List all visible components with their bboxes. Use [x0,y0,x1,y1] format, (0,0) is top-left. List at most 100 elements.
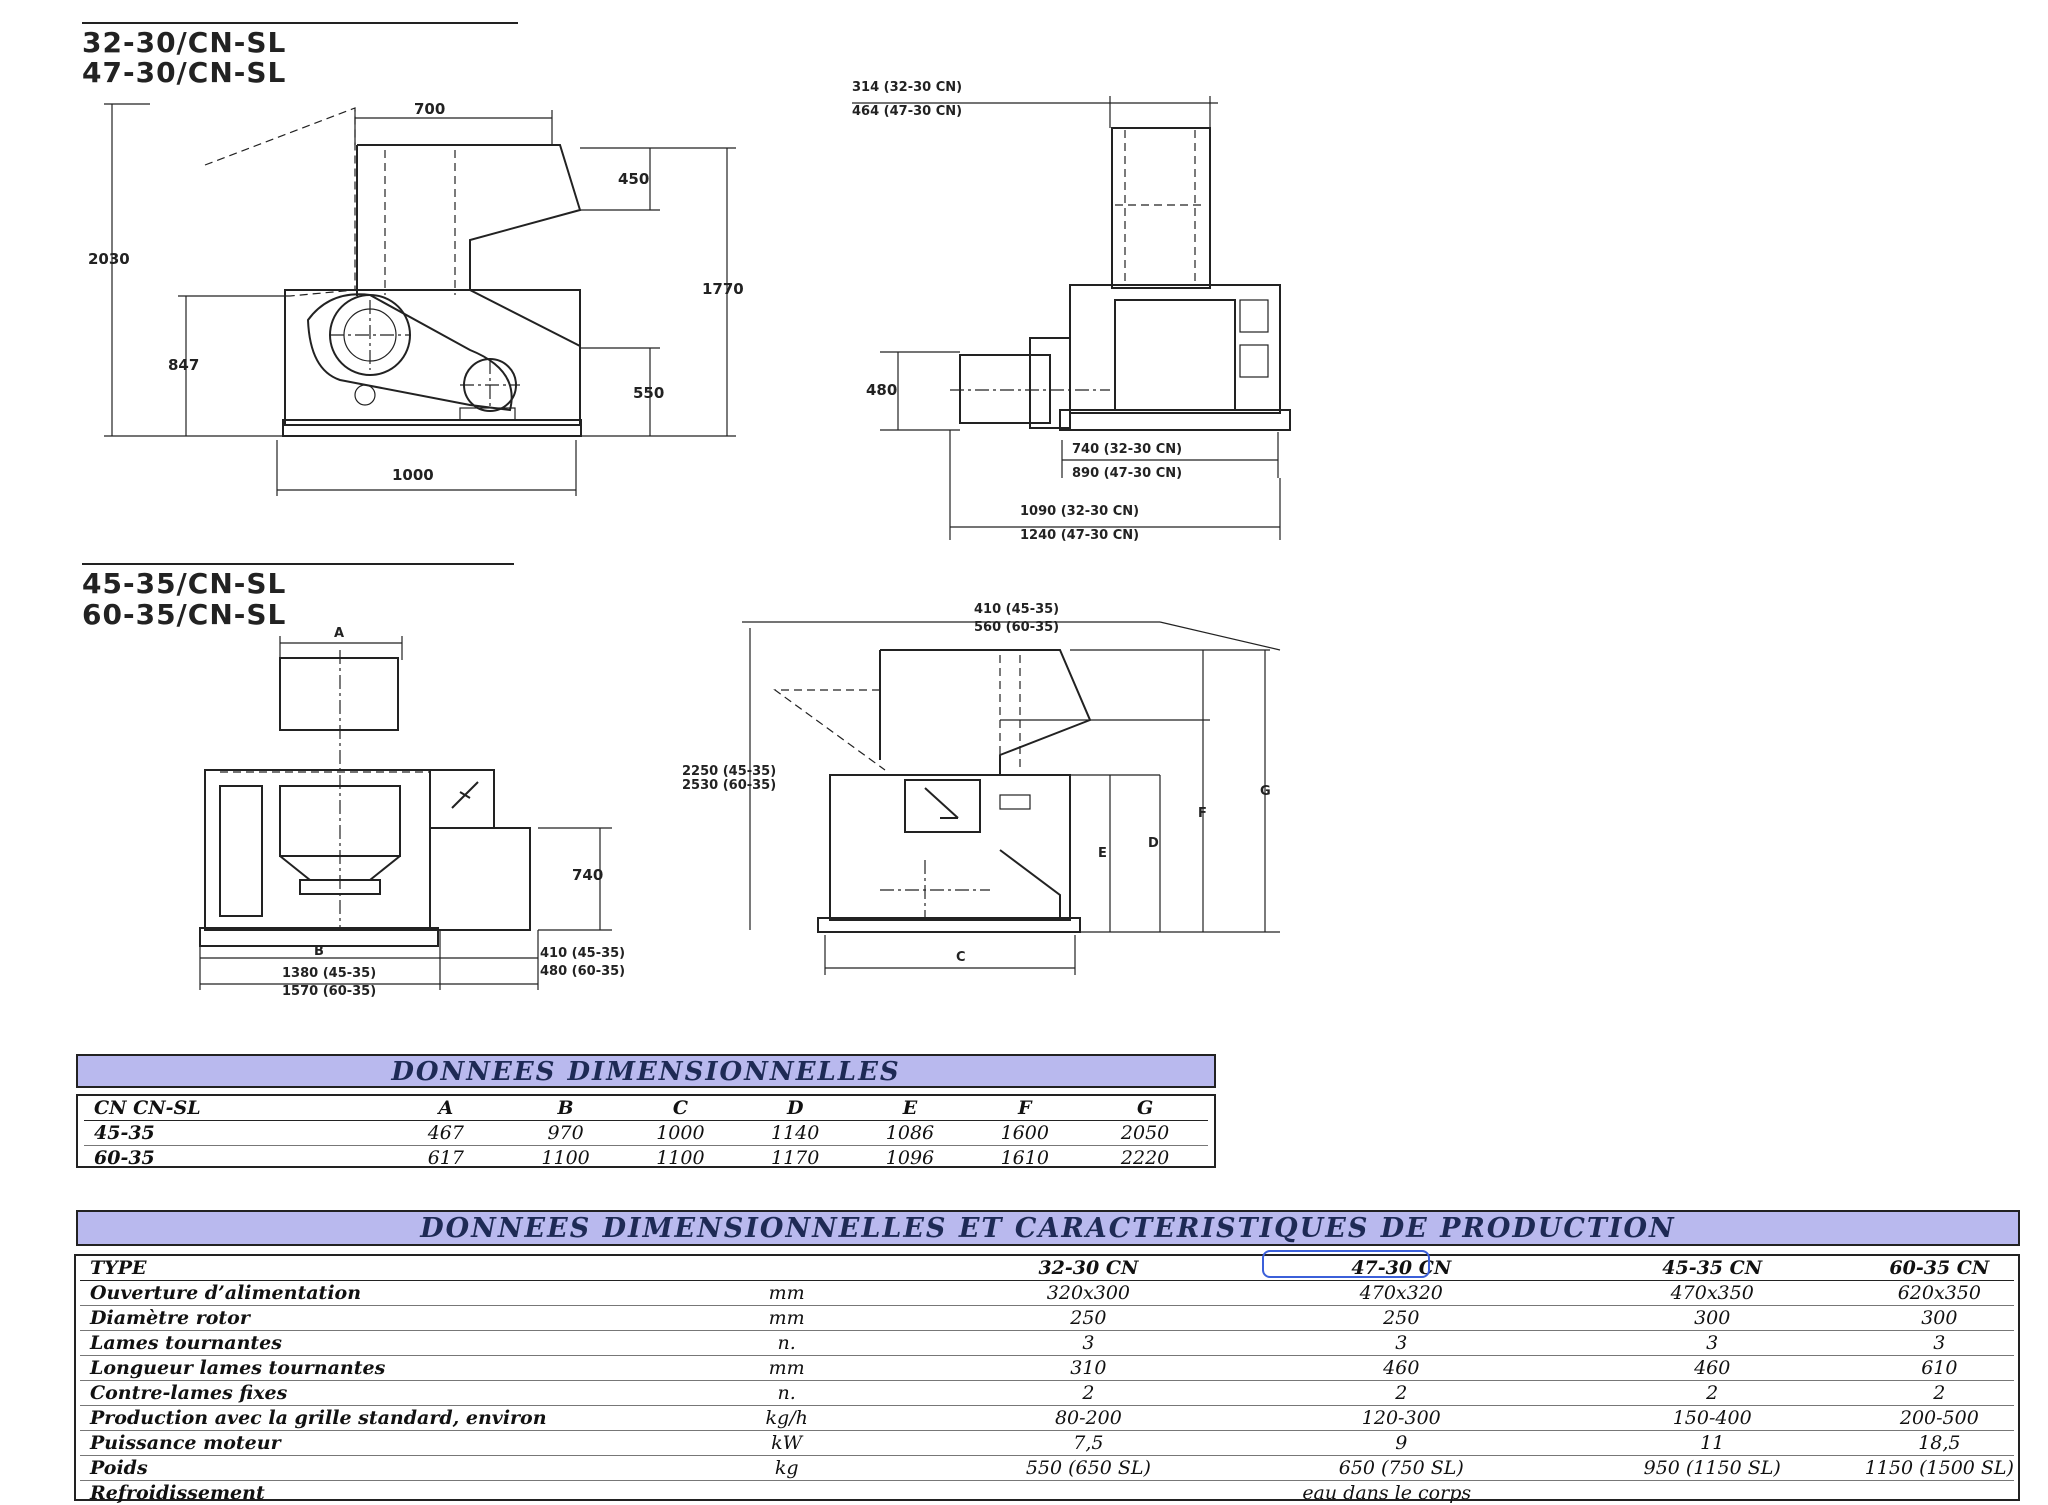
table-cell: 7,5 [934,1431,1243,1456]
table1-header-cell: E [853,1096,968,1121]
table1-header-cell: G [1082,1096,1208,1121]
row-label: Lames tournantes [80,1331,639,1356]
table-cell: 45-35 [84,1121,383,1146]
table-cell: 1100 [623,1146,738,1171]
table-cell: 80-200 [934,1406,1243,1431]
table-cell: 470x350 [1560,1281,1865,1306]
dimension-label-d: D [1148,836,1159,851]
table-cell: 200-500 [1865,1406,2014,1431]
unit-cell: mm [639,1281,934,1306]
table1-header-cell: A [383,1096,508,1121]
table2-header-cell: 60-35 CN [1865,1256,2014,1281]
table-cell: 1086 [853,1121,968,1146]
table2-production: TYPE 32-30 CN 47-30 CN 45-35 CN 60-35 CN… [74,1254,2020,1501]
unit-cell: kg [639,1456,934,1481]
table-cell: 950 (1150 SL) [1560,1456,1865,1481]
table2-header-cell: 45-35 CN [1560,1256,1865,1281]
row-label: Poids [80,1456,639,1481]
table-row: Lames tournantes n. 3 3 3 3 [80,1331,2014,1356]
table2-header-cell: TYPE [80,1256,639,1281]
table-cell: 120-300 [1243,1406,1560,1431]
table-cell: 250 [1243,1306,1560,1331]
table-cell: 60-35 [84,1146,383,1171]
table1-header-cell: D [738,1096,853,1121]
unit-cell: mm [639,1306,934,1331]
row-label: Ouverture d’alimentation [80,1281,639,1306]
dimension-label: 2250 (45-35) [682,764,776,779]
table1-header-cell: B [508,1096,623,1121]
table2-title: DONNEES DIMENSIONNELLES ET CARACTERISTIQ… [76,1210,2020,1246]
dimension-label: 410 (45-35) [974,602,1059,617]
table-cell: 2 [1243,1381,1560,1406]
dimension-label-g: G [1260,784,1271,799]
table-cell: 610 [1865,1356,2014,1381]
table-cell: 3 [934,1331,1243,1356]
table2-header-row: TYPE 32-30 CN 47-30 CN 45-35 CN 60-35 CN [80,1256,2014,1281]
table1-header-cell: C [623,1096,738,1121]
dimension-label: 2530 (60-35) [682,778,776,793]
table-cell: 18,5 [1865,1431,2014,1456]
table2-header-cell: 32-30 CN [934,1256,1243,1281]
unit-cell: n. [639,1331,934,1356]
unit-cell: n. [639,1381,934,1406]
table-cell: 1170 [738,1146,853,1171]
table2-header-cell [639,1256,934,1281]
table-cell: 3 [1865,1331,2014,1356]
table1-title: DONNEES DIMENSIONNELLES [76,1054,1216,1088]
table-cell: 300 [1560,1306,1865,1331]
unit-cell: kg/h [639,1406,934,1431]
table-row: Poids kg 550 (650 SL) 650 (750 SL) 950 (… [80,1456,2014,1481]
table-cell: 460 [1560,1356,1865,1381]
table-cell: 310 [934,1356,1243,1381]
table-cell: 1610 [967,1146,1082,1171]
table-cell: 1140 [738,1121,853,1146]
table1-dimensions: CN CN-SL A B C D E F G 45-35 467 970 100… [76,1094,1216,1168]
dimension-label: 560 (60-35) [974,620,1059,635]
table-row: Refroidissement eau dans le corps [80,1481,2014,1505]
table-row: 45-35 467 970 1000 1140 1086 1600 2050 [84,1121,1208,1146]
table-cell: 2 [1560,1381,1865,1406]
table-cell: 3 [1560,1331,1865,1356]
table-row: 60-35 617 1100 1100 1170 1096 1610 2220 [84,1146,1208,1171]
table-cell: 1600 [967,1121,1082,1146]
table-cell: 1000 [623,1121,738,1146]
table1-header-cell: F [967,1096,1082,1121]
handwritten-highlight [1262,1250,1430,1278]
row-label: Puissance moteur [80,1431,639,1456]
table-row: Longueur lames tournantes mm 310 460 460… [80,1356,2014,1381]
row-label: Diamètre rotor [80,1306,639,1331]
table1-header-cell: CN CN-SL [84,1096,383,1121]
table-cell: 2 [1865,1381,2014,1406]
side-view-drawing-2 [0,0,1300,990]
row-label: Longueur lames tournantes [80,1356,639,1381]
table-cell: eau dans le corps [639,1481,2014,1505]
table-cell: 970 [508,1121,623,1146]
table-row: Diamètre rotor mm 250 250 300 300 [80,1306,2014,1331]
dimension-label-f: F [1198,806,1207,821]
table1-header-row: CN CN-SL A B C D E F G [84,1096,1208,1121]
table-cell: 3 [1243,1331,1560,1356]
table-cell: 320x300 [934,1281,1243,1306]
unit-cell: kW [639,1431,934,1456]
table-cell: 470x320 [1243,1281,1560,1306]
table-cell: 617 [383,1146,508,1171]
table-row: Ouverture d’alimentation mm 320x300 470x… [80,1281,2014,1306]
table-cell: 1096 [853,1146,968,1171]
table-cell: 300 [1865,1306,2014,1331]
table-cell: 1150 (1500 SL) [1865,1456,2014,1481]
unit-cell: mm [639,1356,934,1381]
dimension-label-c: C [956,950,966,965]
table-row: Puissance moteur kW 7,5 9 11 18,5 [80,1431,2014,1456]
table-cell: 2 [934,1381,1243,1406]
table-cell: 250 [934,1306,1243,1331]
table-cell: 11 [1560,1431,1865,1456]
table-cell: 467 [383,1121,508,1146]
table-cell: 550 (650 SL) [934,1456,1243,1481]
table-cell: 1100 [508,1146,623,1171]
table1-grid: CN CN-SL A B C D E F G 45-35 467 970 100… [84,1096,1208,1170]
dimension-label-e: E [1098,846,1107,861]
table2-grid: TYPE 32-30 CN 47-30 CN 45-35 CN 60-35 CN… [80,1256,2014,1505]
table-cell: 9 [1243,1431,1560,1456]
table-cell: 620x350 [1865,1281,2014,1306]
table-cell: 460 [1243,1356,1560,1381]
